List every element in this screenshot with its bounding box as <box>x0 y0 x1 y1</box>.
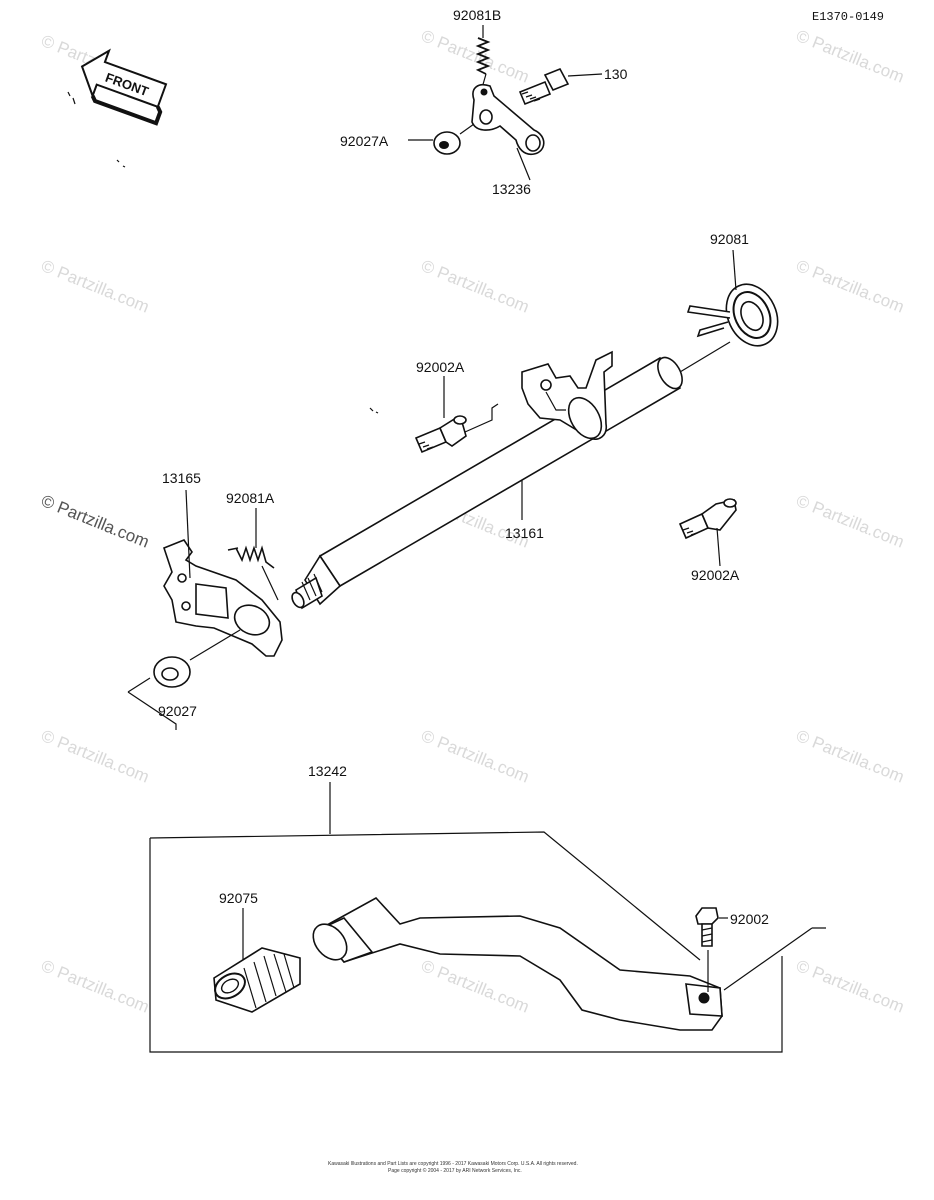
shift-pedal-13242 <box>312 896 723 1031</box>
label-92002: 92002 <box>730 911 769 927</box>
bolt-92002A-top <box>414 376 499 454</box>
label-92027A: 92027A <box>340 133 389 149</box>
watermark: © Partzilla.com <box>39 956 152 1017</box>
label-13161: 13161 <box>505 525 544 541</box>
label-92002A-right: 92002A <box>691 567 740 583</box>
spring-92081A <box>227 508 279 601</box>
bolt-92002A-right <box>678 498 737 567</box>
label-13236: 13236 <box>492 181 531 197</box>
speck-marks <box>67 91 379 414</box>
footer-line1: Kawasaki Illustrations and Part Lists ar… <box>328 1161 578 1167</box>
label-92081B: 92081B <box>453 7 501 23</box>
footer-line2: Page copyright © 2004 - 2017 by ARI Netw… <box>388 1167 522 1174</box>
watermark: © Partzilla.com <box>39 726 152 787</box>
pedal-box <box>149 782 783 1053</box>
fork-on-shaft <box>521 350 613 440</box>
washer-92027 <box>127 629 241 730</box>
shaft-13161 <box>291 341 731 610</box>
watermark: © Partzilla.com <box>794 26 907 87</box>
watermark: © Partzilla.com <box>419 726 532 787</box>
bolt-130 <box>518 67 603 106</box>
watermark: © Partzilla.com <box>794 256 907 317</box>
label-92075: 92075 <box>219 890 258 906</box>
label-92027: 92027 <box>158 703 197 719</box>
watermark: © Partzilla.com <box>419 26 532 87</box>
watermark: © Partzilla.com <box>794 491 907 552</box>
plate-13165 <box>163 489 283 657</box>
watermark: © Partzilla.com <box>39 491 152 552</box>
watermark: © Partzilla.com <box>419 956 532 1017</box>
washer-92027A <box>408 123 475 155</box>
bolt-92002 <box>695 907 826 992</box>
diagram-code: E1370-0149 <box>812 10 884 24</box>
label-13165: 13165 <box>162 470 201 486</box>
plate-13236 <box>471 84 545 181</box>
label-13242: 13242 <box>308 763 347 779</box>
label-130: 130 <box>604 66 628 82</box>
watermark: © Partzilla.com <box>419 256 532 317</box>
label-92081: 92081 <box>710 231 749 247</box>
pedal-rubber-92075 <box>213 908 301 1013</box>
spring-92081 <box>686 249 779 347</box>
watermark: © Partzilla.com <box>39 256 152 317</box>
label-92002A-top: 92002A <box>416 359 465 375</box>
label-92081A: 92081A <box>226 490 275 506</box>
watermark: © Partzilla.com <box>794 956 907 1017</box>
watermark: © Partzilla.com <box>794 726 907 787</box>
